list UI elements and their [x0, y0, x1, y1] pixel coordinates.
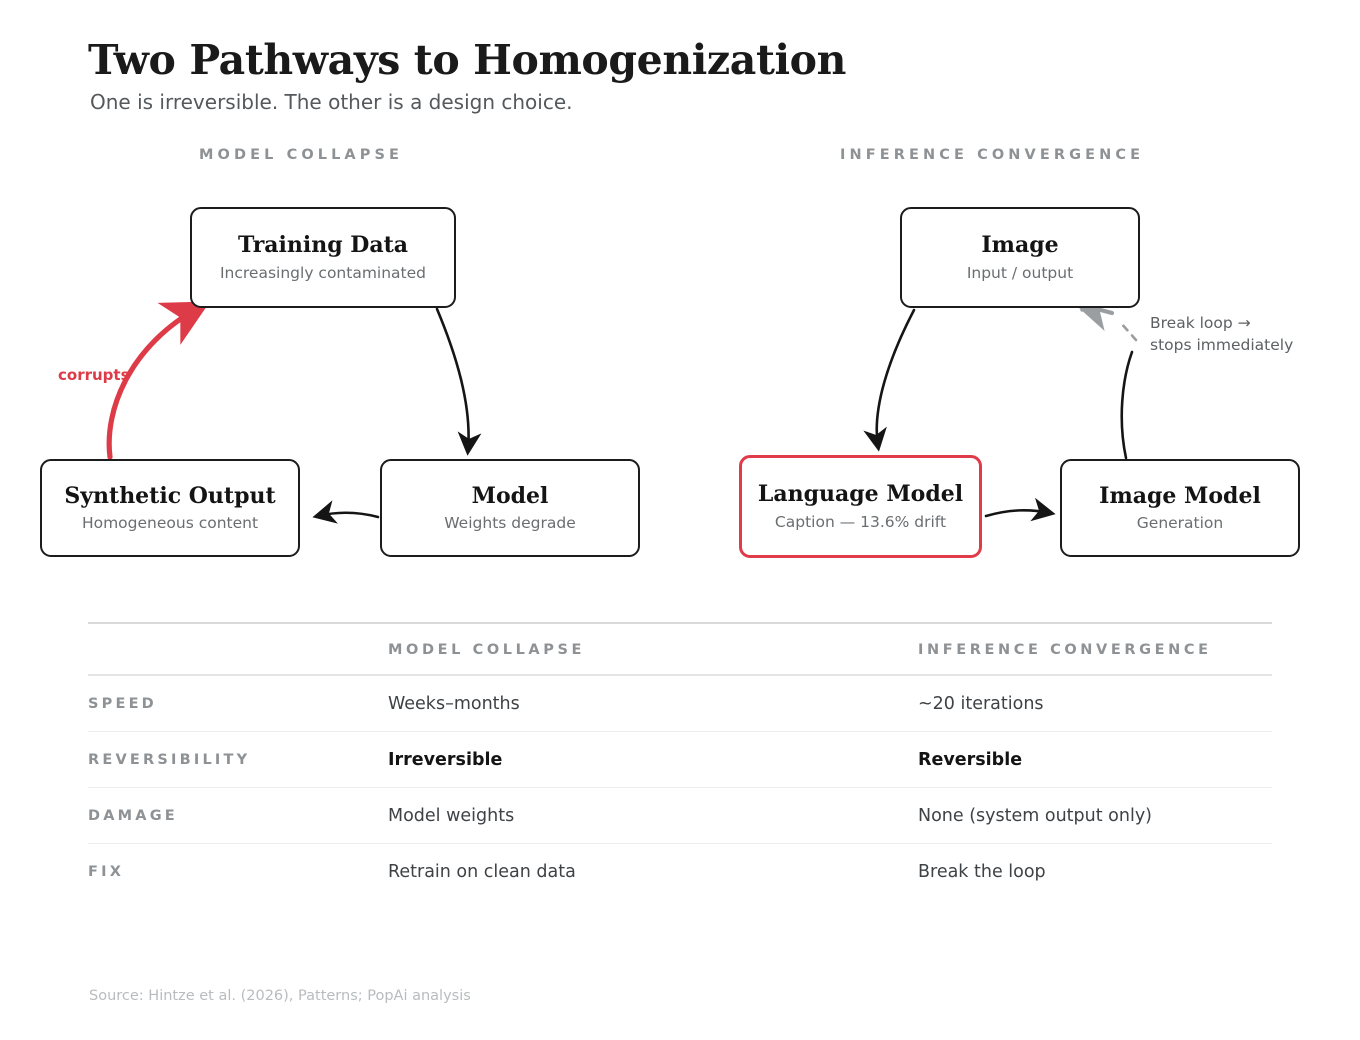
table-cell-reversibility-collapse: Irreversible: [388, 731, 918, 788]
table-cell-damage-collapse: Model weights: [388, 787, 918, 844]
table-row-key-damage: DAMAGE: [88, 787, 388, 844]
table-cell-fix-collapse: Retrain on clean data: [388, 862, 576, 882]
table-row-key-speed: SPEED: [88, 675, 388, 732]
table-row-key-fix: FIX: [88, 864, 125, 880]
arrow-image-model-to-image-broken-tail: [1120, 350, 1134, 460]
arrow-image-to-language-model: [863, 308, 916, 452]
node-image-model[interactable]: Image Model Generation: [1060, 459, 1300, 557]
node-model-title: Model: [471, 482, 549, 509]
edge-label-break-loop-line2: stops immediately: [1150, 336, 1294, 354]
arrow-image-model-to-image-break-gap: [1118, 320, 1138, 342]
table-row: REVERSIBILITY Irreversible Reversible: [88, 731, 1272, 788]
table-cell-speed-collapse: Weeks–months: [388, 675, 918, 732]
node-model[interactable]: Model Weights degrade: [380, 459, 640, 557]
table-header-inference-convergence: INFERENCE CONVERGENCE: [918, 622, 1272, 676]
comparison-table: MODEL COLLAPSE INFERENCE CONVERGENCE SPE…: [88, 622, 1272, 899]
page-subtitle: One is irreversible. The other is a desi…: [90, 90, 573, 114]
table-header-row: MODEL COLLAPSE INFERENCE CONVERGENCE: [88, 622, 1272, 676]
table-cell-reversibility-convergence: Reversible: [918, 731, 1272, 788]
arrow-model-to-synthetic-output: [312, 500, 380, 524]
node-image-model-subtitle: Generation: [1136, 514, 1224, 533]
table-cell-damage-convergence: None (system output only): [918, 787, 1272, 844]
node-synthetic-output[interactable]: Synthetic Output Homogeneous content: [40, 459, 300, 557]
table-header-model-collapse: MODEL COLLAPSE: [388, 622, 918, 676]
node-synthetic-output-subtitle: Homogeneous content: [81, 514, 259, 533]
node-image-subtitle: Input / output: [966, 263, 1074, 282]
edge-label-break-loop-line1: Break loop →: [1150, 314, 1251, 332]
node-image[interactable]: Image Input / output: [900, 207, 1140, 308]
node-image-model-title: Image Model: [1099, 482, 1261, 509]
table-cell-fix-convergence: Break the loop: [918, 862, 1046, 882]
panel-label-inference-convergence: INFERENCE CONVERGENCE: [840, 147, 1145, 163]
node-training-data[interactable]: Training Data Increasingly contaminated: [190, 207, 456, 308]
arrow-language-model-to-image-model: [984, 497, 1056, 522]
node-language-model-subtitle: Caption — 13.6% drift: [774, 512, 947, 531]
source-note: Source: Hintze et al. (2026), Patterns; …: [89, 988, 471, 1004]
table-row: SPEED Weeks–months ~20 iterations: [88, 675, 1272, 732]
arrow-training-data-to-model: [435, 307, 482, 456]
node-image-title: Image: [981, 232, 1059, 259]
node-synthetic-output-title: Synthetic Output: [64, 482, 276, 509]
edge-label-break-loop: Break loop → stops immediately: [1150, 312, 1293, 356]
node-language-model[interactable]: Language Model Caption — 13.6% drift: [739, 455, 982, 558]
node-language-model-title: Language Model: [757, 481, 964, 508]
table-row-key-reversibility: REVERSIBILITY: [88, 731, 388, 788]
table-row: FIX Retrain on clean data Break the loop: [88, 844, 1272, 900]
table-row: DAMAGE Model weights None (system output…: [88, 787, 1272, 844]
table-cell-speed-convergence: ~20 iterations: [918, 675, 1272, 732]
node-training-data-subtitle: Increasingly contaminated: [219, 263, 427, 282]
node-training-data-title: Training Data: [237, 232, 409, 259]
page-title: Two Pathways to Homogenization: [88, 36, 847, 84]
panel-label-model-collapse: MODEL COLLAPSE: [199, 147, 404, 163]
edge-label-corrupts: corrupts: [58, 366, 130, 384]
table-header-blank: [88, 622, 388, 676]
node-model-subtitle: Weights degrade: [444, 514, 576, 533]
